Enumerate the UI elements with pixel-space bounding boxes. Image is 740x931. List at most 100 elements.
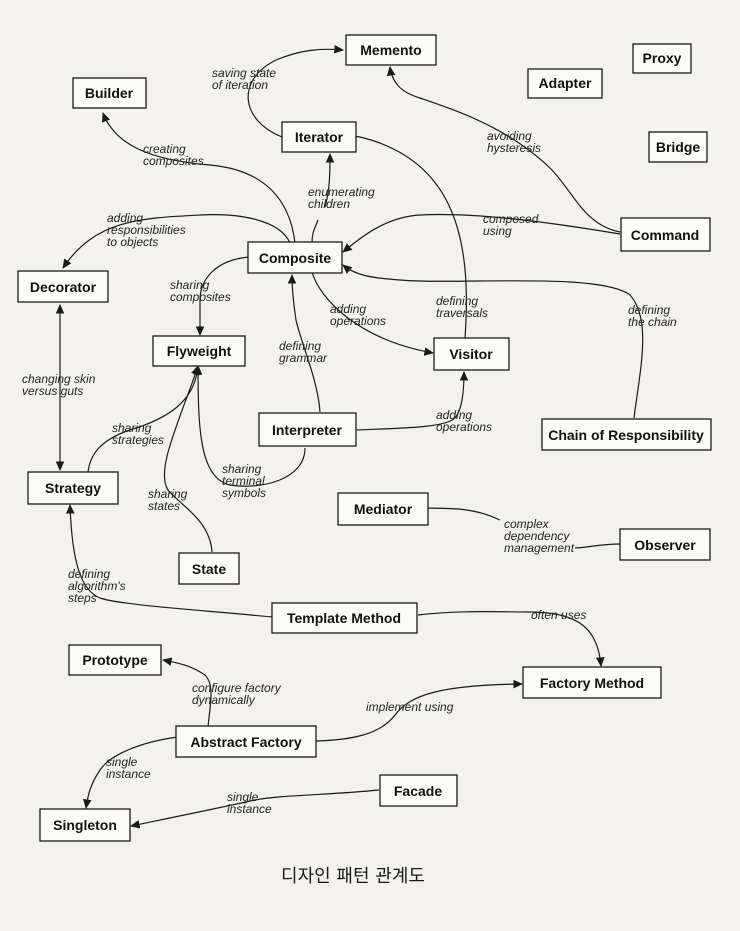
node-facade: Facade	[379, 774, 458, 807]
edge-label-line: creating	[143, 142, 186, 156]
edge-template-to-strategy	[65, 504, 273, 618]
edge-state-to-flyweight	[163, 365, 213, 553]
edge-label-line: avoiding	[487, 129, 532, 143]
edge-label-line: defining	[628, 303, 670, 317]
svg-text:Decorator: Decorator	[30, 279, 97, 295]
edge-label-line: to objects	[107, 235, 158, 249]
edge-composite-to-visitor	[311, 271, 434, 356]
edge-label-line: responsibilities	[107, 223, 186, 237]
node-strategy: Strategy	[27, 471, 119, 505]
edge-composite-to-flyweight	[195, 256, 250, 336]
node-singleton: Singleton	[39, 808, 131, 842]
edge-label-line: sharing	[148, 487, 188, 501]
edge-abstract-factory-to-singleton	[83, 736, 179, 809]
edge-strategy-to-flyweight	[87, 365, 202, 473]
edge-label-line: terminal	[222, 474, 265, 488]
svg-text:Mediator: Mediator	[354, 501, 413, 517]
edge-label-line: the chain	[628, 315, 677, 329]
edge-abstract-factory-to-prototype	[162, 657, 212, 728]
edge-label-line: sharing	[112, 421, 152, 435]
edge-composite-to-builder	[101, 112, 296, 244]
node-visitor: Visitor	[433, 337, 510, 371]
svg-text:Abstract Factory: Abstract Factory	[190, 734, 301, 750]
svg-text:Factory Method: Factory Method	[540, 675, 644, 691]
edge-interpreter-to-flyweight	[193, 365, 306, 487]
edge-iterator-to-memento	[247, 44, 344, 138]
node-observer: Observer	[619, 528, 711, 561]
node-factory-method: Factory Method	[522, 666, 662, 699]
edge-command-to-composite	[342, 213, 621, 253]
edge-label-line: versus guts	[22, 384, 83, 398]
edge-label-line: saving state	[212, 66, 276, 80]
node-flyweight: Flyweight	[152, 335, 246, 367]
edge-label-line: children	[308, 197, 350, 211]
node-decorator: Decorator	[17, 270, 109, 303]
edge-label-line: steps	[68, 591, 97, 605]
edge-label-line: enumerating	[308, 185, 375, 199]
svg-text:Strategy: Strategy	[45, 480, 101, 496]
node-builder: Builder	[72, 77, 147, 109]
edge-label-line: operations	[330, 314, 386, 328]
edge-chain-to-composite	[342, 264, 644, 419]
edge-label-line: algorithm's	[68, 579, 126, 593]
edge-composite-to-decorator	[62, 214, 291, 269]
label-often-uses: often uses	[531, 608, 586, 622]
node-template-method: Template Method	[271, 602, 418, 634]
node-iterator: Iterator	[281, 121, 357, 153]
edge-abstract-factory-to-factory-method	[315, 679, 523, 742]
svg-text:Facade: Facade	[394, 783, 442, 799]
node-abstract-factory: Abstract Factory	[175, 725, 317, 758]
edge-label-line: single	[227, 790, 259, 804]
svg-text:Builder: Builder	[85, 85, 134, 101]
svg-text:Adapter: Adapter	[539, 75, 592, 91]
node-interpreter: Interpreter	[258, 412, 357, 447]
svg-text:Iterator: Iterator	[295, 129, 344, 145]
edge-label-line: grammar	[279, 351, 328, 365]
node-composite: Composite	[247, 241, 343, 274]
edge-label-line: composites	[170, 290, 231, 304]
edge-label-line: configure factory	[192, 681, 282, 695]
svg-text:Proxy: Proxy	[643, 50, 682, 66]
edge-label-line: adding	[330, 302, 366, 316]
edge-label-line: changing skin	[22, 372, 96, 386]
edge-label-line: defining	[68, 567, 110, 581]
svg-text:Template Method: Template Method	[287, 610, 401, 626]
edge-label-line: complex	[504, 517, 550, 531]
edge-interpreter-to-visitor	[356, 371, 469, 431]
svg-text:Interpreter: Interpreter	[272, 422, 343, 438]
svg-text:Flyweight: Flyweight	[167, 343, 232, 359]
node-proxy: Proxy	[632, 43, 692, 74]
edge-label-line: management	[504, 541, 575, 555]
edge-label-line: sharing	[170, 278, 210, 292]
edge-label-line: using	[483, 224, 512, 238]
node-state: State	[178, 552, 240, 585]
